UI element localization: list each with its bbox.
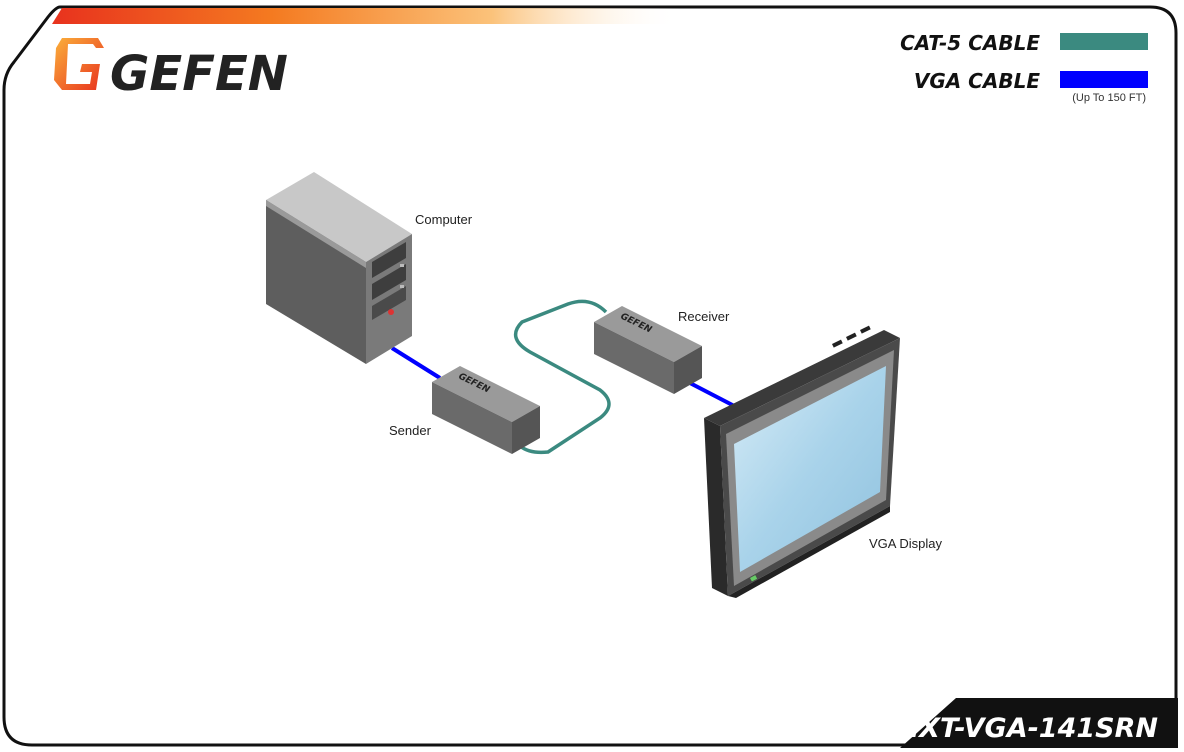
sender-label: Sender [389,423,432,438]
logo-mark-icon [54,38,104,90]
model-name: EXT-VGA-141SRN [901,713,1159,744]
legend-cat5-swatch [1060,33,1148,50]
sender-box-icon: GEFEN [432,366,540,454]
page-frame [2,5,1178,747]
receiver-label: Receiver [678,309,730,324]
vga-display-icon [704,325,900,598]
gefen-logo: GEFEN [54,38,288,102]
legend-vga-note: (Up To 150 FT) [1072,92,1146,104]
display-label: VGA Display [869,536,942,551]
cat5-cable [513,299,611,455]
vga-cable-computer-sender [390,346,442,380]
computer-icon [266,172,412,364]
top-accent-bar [52,8,680,24]
computer-label: Computer [415,212,473,227]
legend-vga-swatch [1060,71,1148,88]
legend: CAT-5 CABLE VGA CABLE (Up To 150 FT) [900,31,1148,104]
brand-name: GEFEN [110,46,288,102]
legend-cat5-label: CAT-5 CABLE [900,31,1040,55]
model-badge: EXT-VGA-141SRN [900,698,1178,748]
receiver-box-icon: GEFEN [594,306,702,394]
legend-vga-label: VGA CABLE [914,69,1040,93]
